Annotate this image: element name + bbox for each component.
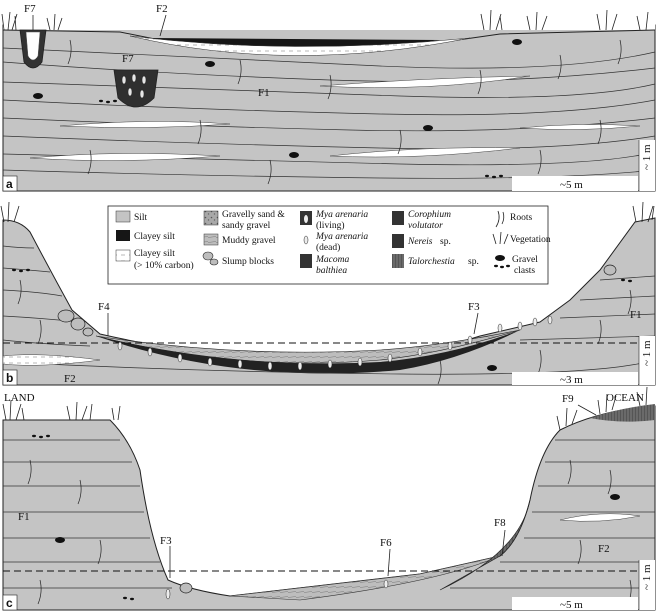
panel-c-f8-deposit	[439, 499, 531, 591]
panel-c-strata-lines	[3, 439, 655, 589]
legend-col-3: Mya arenaria (living) Mya arenaria (dead…	[300, 210, 368, 276]
panel-c-sediment	[2, 405, 656, 611]
legend-macoma-2: balthiea	[316, 266, 347, 276]
panel-b-shells	[117, 315, 553, 371]
scale-bar-h	[512, 597, 638, 610]
scale-bar-v	[639, 140, 655, 191]
legend-clayey-silt-carbon: Clayey silt	[134, 249, 175, 259]
panel-a-shells	[121, 73, 147, 99]
legend-nereis-2: sp.	[440, 237, 451, 247]
scale-bar-h	[512, 176, 638, 191]
panel-c-gravel-clasts	[32, 434, 620, 601]
panel-b-vegetation	[0, 201, 655, 223]
facies-label: F9	[562, 393, 574, 405]
facies-label: F6	[380, 537, 392, 549]
panel-letter: b	[6, 371, 13, 385]
legend-col-5: Roots Vegetation Gravel clasts	[492, 210, 551, 276]
legend: Silt Clayey silt Clayey silt (> 10% carb…	[107, 205, 551, 285]
legend-corophium: Corophium	[408, 210, 451, 220]
legend-roots: Roots	[510, 213, 532, 223]
facies-label: F4	[98, 301, 110, 313]
legend-mya-living-2: (living)	[316, 220, 345, 231]
panel-a-gravel-clasts	[33, 39, 522, 179]
side-label-ocean: OCEAN	[606, 392, 644, 404]
panel-letter: c	[6, 596, 13, 610]
scale-vertical-label: ~ 1 m	[641, 564, 653, 590]
panel-c-slump-block	[179, 582, 193, 594]
scale-vertical-label: ~ 1 m	[641, 340, 653, 366]
facies-label: F2	[598, 543, 610, 555]
facies-label: F8	[494, 517, 506, 529]
panel-a-vegetation	[1, 9, 649, 31]
legend-gravelly-2: sandy gravel	[222, 221, 271, 231]
scale-bar-v	[639, 560, 655, 610]
facies-label: F1	[258, 87, 270, 99]
legend-vegetation: Vegetation	[510, 235, 551, 245]
legend-col-4: Corophium volutator Nereis sp. Talorches…	[392, 210, 479, 268]
panel-a: F7 F2 F7 F1 a ~5 m ~ 1 m	[1, 3, 656, 192]
panel-c-f9-deposit	[590, 404, 655, 422]
facies-label: F1	[18, 511, 30, 523]
legend-box	[107, 205, 549, 285]
panel-letter-box	[2, 594, 18, 611]
legend-gravel-2: clasts	[514, 266, 535, 276]
legend-clayey-silt-carbon-2: (> 10% carbon)	[134, 260, 194, 271]
panel-letter: a	[6, 177, 13, 191]
legend-mya-dead-2: (dead)	[316, 242, 340, 253]
legend-clayey-silt: Clayey silt	[134, 232, 175, 242]
facies-label: F2	[64, 373, 76, 385]
legend-gravel: Gravel	[512, 255, 538, 265]
facies-label: F1	[630, 309, 642, 321]
panel-b-roots	[17, 279, 632, 385]
scale-bar-h	[512, 372, 638, 385]
side-label-land: LAND	[4, 392, 35, 404]
legend-muddy-gravel: Muddy gravel	[222, 236, 276, 246]
scale-horizontal-label: ~5 m	[560, 179, 583, 191]
legend-gravelly: Gravelly sand &	[222, 210, 285, 220]
panel-letter-box	[2, 175, 18, 192]
legend-talorchestia: Talorchestia	[408, 257, 455, 267]
panel-b-carbon-lens	[2, 354, 101, 366]
legend-mya-living: Mya arenaria	[315, 210, 368, 220]
panel-c: LAND OCEAN	[2, 386, 656, 611]
panel-b-strata-lines	[2, 245, 656, 375]
facies-label: F3	[468, 301, 480, 313]
legend-talorchestia-2: sp.	[468, 257, 479, 267]
legend-corophium-2: volutator	[408, 221, 443, 231]
panel-b-slump-blocks	[57, 264, 617, 337]
panel-a-white-lenses	[29, 75, 641, 161]
panel-c-white-lens	[559, 513, 641, 522]
legend-col-1: Silt Clayey silt Clayey silt (> 10% carb…	[115, 210, 194, 271]
panel-b-gravel-clasts	[12, 268, 632, 371]
legend-nereis: Nereis	[407, 237, 433, 247]
scale-horizontal-label: ~5 m	[560, 599, 583, 611]
scale-vertical-label: ~ 1 m	[641, 144, 653, 170]
legend-col-2: Gravelly sand & sandy gravel Muddy grave…	[202, 210, 285, 267]
panel-letter-box	[2, 369, 18, 386]
legend-silt: Silt	[134, 213, 148, 223]
scale-bar-v	[639, 336, 655, 385]
scale-horizontal-label: ~3 m	[560, 374, 583, 386]
facies-label: F2	[156, 3, 168, 15]
panel-c-vegetation	[2, 386, 648, 431]
facies-label: F7	[122, 53, 134, 65]
facies-label: F7	[24, 3, 36, 15]
legend-slump-blocks: Slump blocks	[222, 257, 274, 267]
legend-macoma: Macoma	[315, 255, 349, 265]
panel-a-roots	[67, 39, 622, 185]
panel-a-carbon-lens	[129, 35, 471, 56]
panel-c-shells	[165, 579, 389, 600]
facies-label: F3	[160, 535, 172, 547]
legend-mya-dead: Mya arenaria	[315, 232, 368, 242]
